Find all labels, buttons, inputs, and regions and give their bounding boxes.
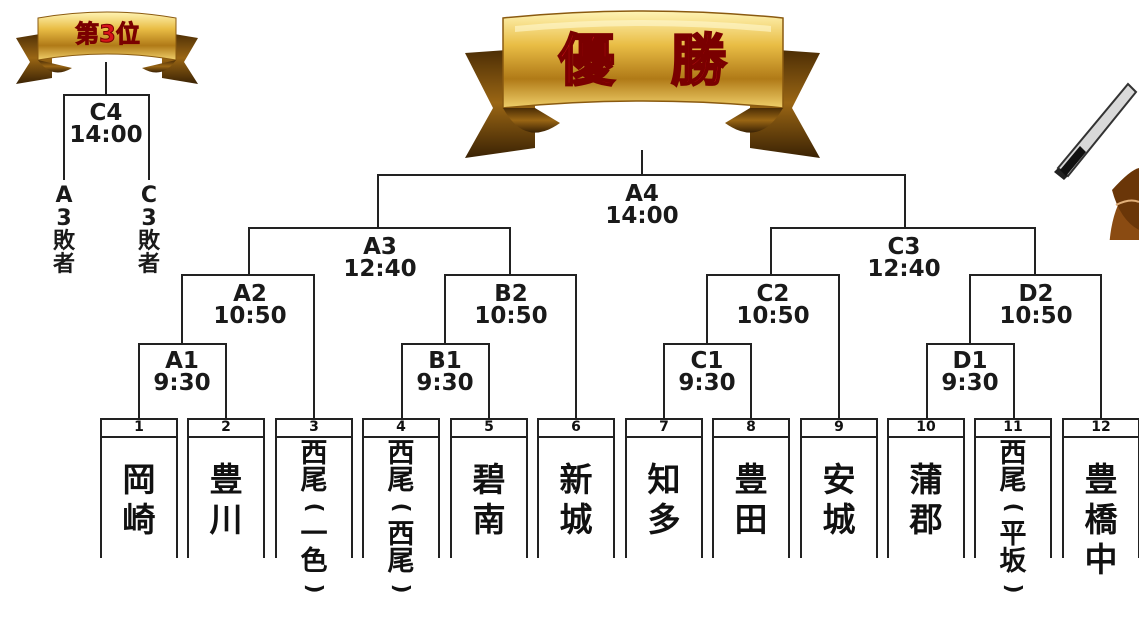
match-time: 10:50 bbox=[474, 303, 548, 329]
team-slot-8: 8 豊田 bbox=[712, 418, 790, 558]
team-slot-5: 5 碧南 bbox=[450, 418, 528, 558]
third-place-title: 第3位 bbox=[75, 20, 141, 49]
match-d2: D2 10:50 bbox=[999, 281, 1073, 329]
team-slot-11: 11 西尾(平坂) bbox=[974, 418, 1052, 593]
team-slot-7: 7 知多 bbox=[625, 418, 703, 558]
match-time: 10:50 bbox=[999, 303, 1073, 329]
team-number: 3 bbox=[277, 420, 351, 438]
team-number: 10 bbox=[889, 420, 963, 438]
team-number: 8 bbox=[714, 420, 788, 438]
match-id: A1 bbox=[165, 348, 199, 374]
team-number: 12 bbox=[1064, 420, 1138, 438]
team-number: 6 bbox=[539, 420, 613, 438]
match-b1: B1 9:30 bbox=[416, 348, 474, 396]
team-number: 5 bbox=[452, 420, 526, 438]
match-id: C4 bbox=[89, 100, 123, 126]
match-id: B2 bbox=[494, 281, 528, 307]
match-a4: A4 14:00 bbox=[605, 181, 679, 229]
team-name: 西尾(一色) bbox=[300, 438, 328, 594]
team-name: 西尾(平坂) bbox=[999, 438, 1027, 594]
team-name: 碧南 bbox=[472, 460, 506, 539]
team-slot-3: 3 西尾(一色) bbox=[275, 418, 353, 593]
team-slot-4: 4 西尾(西尾) bbox=[362, 418, 440, 593]
team-name: 豊田 bbox=[734, 460, 768, 539]
match-id: B1 bbox=[428, 348, 462, 374]
match-id: C3 bbox=[887, 234, 921, 260]
match-time: 9:30 bbox=[416, 370, 474, 396]
match-time: 12:40 bbox=[867, 256, 941, 282]
team-name: 知多 bbox=[647, 460, 681, 539]
team-number: 11 bbox=[976, 420, 1050, 438]
team-name: 豊橋中 bbox=[1084, 460, 1118, 579]
match-c3: C3 12:40 bbox=[867, 234, 941, 282]
match-time: 9:30 bbox=[678, 370, 736, 396]
team-name: 豊川 bbox=[209, 460, 243, 539]
team-name: 西尾(西尾) bbox=[387, 438, 415, 594]
team-slot-10: 10 蒲郡 bbox=[887, 418, 965, 558]
team-slot-2: 2 豊川 bbox=[187, 418, 265, 558]
match-id: A2 bbox=[233, 281, 267, 307]
match-a1: A1 9:30 bbox=[153, 348, 211, 396]
team-slot-6: 6 新城 bbox=[537, 418, 615, 558]
bracket-lines bbox=[63, 62, 1102, 420]
match-time: 10:50 bbox=[736, 303, 810, 329]
team-name: 新城 bbox=[559, 460, 593, 539]
third-place-ribbon bbox=[16, 11, 198, 84]
match-c1: C1 9:30 bbox=[678, 348, 736, 396]
match-id: C1 bbox=[690, 348, 724, 374]
match-time: 10:50 bbox=[213, 303, 287, 329]
match-time: 12:40 bbox=[343, 256, 417, 282]
match-id: D1 bbox=[952, 348, 988, 374]
team-number: 1 bbox=[102, 420, 176, 438]
match-time: 9:30 bbox=[153, 370, 211, 396]
match-id: D2 bbox=[1018, 281, 1054, 307]
match-a2: A2 10:50 bbox=[213, 281, 287, 329]
team-name: 安城 bbox=[822, 460, 856, 539]
team-number: 9 bbox=[802, 420, 876, 438]
team-number: 4 bbox=[364, 420, 438, 438]
match-b2: B2 10:50 bbox=[474, 281, 548, 329]
match-id: C2 bbox=[756, 281, 790, 307]
team-slot-1: 1 岡崎 bbox=[100, 418, 178, 558]
match-id: A3 bbox=[363, 234, 397, 260]
match-a3: A3 12:40 bbox=[343, 234, 417, 282]
team-slot-12: 12 豊橋中 bbox=[1062, 418, 1139, 579]
champion-title: 優 勝 bbox=[558, 29, 728, 95]
champion-ribbon bbox=[465, 10, 820, 158]
baseball-bat-and-glove-icon bbox=[1054, 82, 1139, 240]
team-name: 蒲郡 bbox=[909, 460, 943, 539]
match-time: 14:00 bbox=[605, 203, 679, 229]
team-slot-9: 9 安城 bbox=[800, 418, 878, 558]
team-number: 2 bbox=[189, 420, 263, 438]
team-number: 7 bbox=[627, 420, 701, 438]
match-c4: C4 14:00 bbox=[69, 100, 143, 148]
match-time: 9:30 bbox=[941, 370, 999, 396]
match-d1: D1 9:30 bbox=[941, 348, 999, 396]
match-id: A4 bbox=[625, 181, 659, 207]
team-name: 岡崎 bbox=[122, 460, 156, 539]
match-c2: C2 10:50 bbox=[736, 281, 810, 329]
match-time: 14:00 bbox=[69, 122, 143, 148]
